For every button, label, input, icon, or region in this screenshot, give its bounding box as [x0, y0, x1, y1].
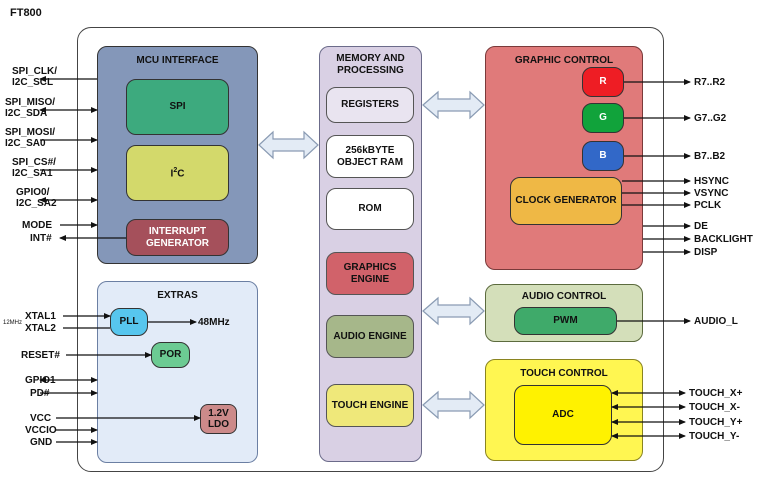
- chip-title: FT800: [10, 7, 42, 19]
- touch-engine-block: TOUCH ENGINE: [326, 384, 414, 427]
- pin-spi-cs: SPI_CS#/I2C_SA1: [12, 157, 56, 179]
- por-block: POR: [151, 342, 190, 368]
- pin-vsync: VSYNC: [694, 188, 729, 199]
- pin-mode: MODE: [22, 220, 52, 231]
- pin-gnd: GND: [30, 437, 53, 448]
- pin-gpio0: GPIO0/I2C_SA2: [16, 187, 57, 209]
- pin-touch-x-plus: TOUCH_X+: [689, 388, 743, 399]
- touch-bus-arrow: [422, 390, 485, 420]
- extras-title: EXTRAS: [157, 290, 198, 301]
- interrupt-generator-block: INTERRUPT GENERATOR: [126, 219, 229, 256]
- pin-hsync: HSYNC: [694, 176, 730, 187]
- pin-pclk: PCLK: [694, 200, 722, 211]
- pin-b7-b2: B7..B2: [694, 151, 726, 162]
- audio-engine-block: AUDIO ENGINE: [326, 315, 414, 358]
- pin-de: DE: [694, 221, 708, 232]
- pin-audio-l: AUDIO_L: [694, 316, 738, 327]
- pwm-block: PWM: [514, 307, 617, 335]
- pin-backlight: BACKLIGHT: [694, 234, 753, 245]
- mcu-bus-arrow: [258, 130, 319, 160]
- spi-block: SPI: [126, 79, 229, 135]
- pin-pd: PD#: [30, 388, 50, 399]
- audio-control-title: AUDIO CONTROL: [521, 291, 607, 302]
- audio-bus-arrow: [422, 296, 485, 326]
- pin-xtal1: XTAL1: [25, 311, 56, 322]
- pin-spi-clk: SPI_CLK/I2C_SCL: [12, 66, 58, 88]
- pin-touch-y-minus: TOUCH_Y-: [689, 431, 740, 442]
- registers-block: REGISTERS: [326, 87, 414, 123]
- pin-spi-miso: SPI_MISO/I2C_SDA: [5, 97, 56, 119]
- i2c-label: I2C: [170, 167, 185, 180]
- i2c-block: I2C: [126, 145, 229, 201]
- pin-disp: DISP: [694, 247, 718, 258]
- green-channel-block: G: [582, 103, 624, 133]
- pin-touch-x-minus: TOUCH_X-: [689, 402, 740, 413]
- pin-xtal2: XTAL2: [25, 323, 56, 334]
- rom-block: ROM: [326, 188, 414, 230]
- pin-reset: RESET#: [21, 350, 60, 361]
- touch-control-title: TOUCH CONTROL: [520, 368, 608, 379]
- pin-r7-r2: R7..R2: [694, 77, 726, 88]
- pin-gpio1: GPIO1: [25, 375, 56, 386]
- pin-g7-g2: G7..G2: [694, 113, 727, 124]
- pll-block: PLL: [110, 308, 148, 336]
- pin-vccio: VCCIO: [25, 425, 57, 436]
- object-ram-block: 256kBYTE OBJECT RAM: [326, 135, 414, 178]
- xtal-frequency-note: 12MHz: [3, 320, 23, 326]
- mcu-interface-title: MCU INTERFACE: [136, 55, 219, 66]
- red-channel-block: R: [582, 67, 624, 97]
- clock-generator-block: CLOCK GENERATOR: [510, 177, 622, 225]
- adc-block: ADC: [514, 385, 612, 445]
- blue-channel-block: B: [582, 141, 624, 171]
- graphics-engine-block: GRAPHICS ENGINE: [326, 252, 414, 295]
- pin-touch-y-plus: TOUCH_Y+: [689, 417, 743, 428]
- pll-frequency-label: 48MHz: [198, 317, 230, 328]
- pin-int: INT#: [30, 233, 52, 244]
- pin-spi-mosi: SPI_MOSI/I2C_SA0: [5, 127, 56, 149]
- graphic-bus-arrow: [422, 90, 485, 120]
- memory-processing-title: MEMORY AND PROCESSING: [336, 53, 405, 76]
- graphic-control-title: GRAPHIC CONTROL: [514, 55, 614, 66]
- pin-vcc: VCC: [30, 413, 52, 424]
